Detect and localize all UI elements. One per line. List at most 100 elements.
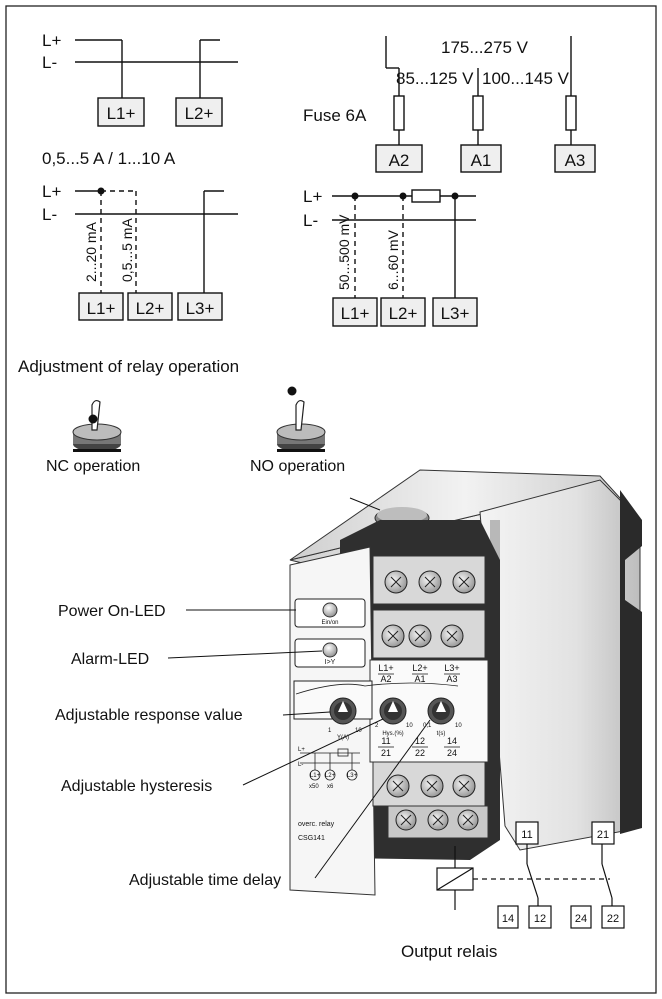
terminal-l1-label: L1+ bbox=[107, 104, 136, 123]
terminal-mv-l3-label: L3+ bbox=[441, 304, 470, 323]
mini-l2: L2+ bbox=[325, 773, 336, 779]
strip-12: 12 bbox=[415, 736, 425, 746]
current-input-diagram bbox=[75, 39, 238, 127]
out-t21: 21 bbox=[597, 829, 609, 841]
callout-alarm-led: Alarm-LED bbox=[71, 651, 149, 668]
out-t24: 24 bbox=[575, 913, 587, 925]
alarm-led bbox=[322, 642, 338, 658]
page-border bbox=[5, 5, 657, 994]
terminal-mv-l2-label: L2+ bbox=[389, 304, 418, 323]
terminal-l2 bbox=[175, 97, 223, 127]
response-knob[interactable] bbox=[329, 697, 357, 725]
terminal-ma-l1-label: L1+ bbox=[87, 299, 116, 318]
nc-operation-label: NC operation bbox=[46, 458, 140, 475]
out-t14: 14 bbox=[502, 913, 514, 925]
junction-dot bbox=[351, 192, 359, 200]
voltage-85-125: 85...125 V bbox=[396, 69, 474, 88]
terminal-ma-l2 bbox=[127, 292, 173, 321]
fuse-2 bbox=[472, 95, 484, 131]
power-led-text: Ein/on bbox=[321, 620, 338, 626]
label-l-plus: L+ bbox=[42, 31, 61, 50]
terminal-ma-l3 bbox=[177, 292, 223, 321]
voltage-100-145: 100...145 V bbox=[482, 69, 570, 88]
terminal-l1 bbox=[97, 97, 145, 127]
alarm-led-text: I>Y bbox=[325, 659, 336, 666]
strip-11: 11 bbox=[381, 736, 390, 746]
range-2-20ma: 2...20 mA bbox=[83, 221, 99, 282]
mini-lm: L- bbox=[298, 762, 303, 768]
terminal-a1 bbox=[460, 144, 502, 173]
terminal-a1-label: A1 bbox=[471, 151, 492, 170]
supply-diagram bbox=[375, 36, 596, 173]
mini-x50: x50 bbox=[309, 784, 319, 790]
terminal-ma-l2-label: L2+ bbox=[136, 299, 165, 318]
terminal-a2-label: A2 bbox=[389, 151, 410, 170]
terminal-mv-l3 bbox=[432, 297, 478, 327]
relay-adjust-title: Adjustment of relay operation bbox=[18, 357, 239, 376]
current-range-label: 0,5...5 A / 1...10 A bbox=[42, 149, 176, 168]
range-05-5ma: 0,5...5 mA bbox=[119, 218, 135, 282]
strip-24: 24 bbox=[447, 748, 457, 758]
ma-input-diagram bbox=[75, 190, 238, 321]
out-t11: 11 bbox=[521, 829, 532, 841]
k2-min: 2 bbox=[375, 723, 379, 729]
fuse-1 bbox=[393, 95, 405, 131]
strip-21: 21 bbox=[381, 748, 391, 758]
terminal-mv-l1-label: L1+ bbox=[341, 304, 370, 323]
mv-input-diagram bbox=[332, 189, 478, 327]
label-l-minus-2: L- bbox=[42, 205, 57, 224]
callout-power-led: Power On-LED bbox=[58, 603, 166, 620]
strip-14: 14 bbox=[447, 736, 457, 746]
terminal-ma-l3-label: L3+ bbox=[186, 299, 215, 318]
power-led bbox=[322, 602, 338, 618]
callout-hysteresis: Adjustable hysteresis bbox=[61, 778, 212, 795]
nc-switch-icon bbox=[72, 399, 122, 452]
range-50-500mv: 50...500 mV bbox=[336, 214, 352, 290]
callout-lines bbox=[167, 497, 431, 879]
callout-time-delay: Adjustable time delay bbox=[129, 872, 281, 889]
strip-l3: L3+ bbox=[444, 663, 459, 673]
junction-dot bbox=[399, 192, 407, 200]
no-switch-icon bbox=[276, 386, 326, 452]
label-l-minus-3: L- bbox=[303, 211, 318, 230]
fuse-3 bbox=[565, 95, 577, 131]
mini-l3: L3+ bbox=[347, 773, 358, 779]
out-t22: 22 bbox=[607, 913, 619, 925]
strip-22: 22 bbox=[415, 748, 425, 758]
terminal-mv-l2 bbox=[380, 297, 426, 327]
strip-l2: L2+ bbox=[412, 663, 427, 673]
strip-a2: A2 bbox=[380, 674, 391, 684]
terminal-a2 bbox=[375, 144, 423, 173]
output-relay-schematic bbox=[436, 821, 625, 929]
terminal-ma-l1 bbox=[78, 292, 124, 321]
voltage-175-275: 175...275 V bbox=[441, 38, 529, 57]
label-l-plus-2: L+ bbox=[42, 182, 61, 201]
k1-min: 1 bbox=[328, 728, 332, 734]
relay-device bbox=[289, 469, 642, 896]
strip-a1: A1 bbox=[414, 674, 425, 684]
time-delay-knob[interactable] bbox=[427, 697, 455, 725]
fuse-label: Fuse 6A bbox=[303, 106, 367, 125]
shunt-resistor bbox=[411, 189, 441, 203]
out-t12: 12 bbox=[534, 913, 546, 925]
k3-unit: t(s) bbox=[437, 731, 446, 737]
mini-x6: x6 bbox=[327, 784, 334, 790]
mini-l1: L1+ bbox=[310, 773, 321, 779]
strip-l1: L1+ bbox=[378, 663, 393, 673]
label-l-plus-3: L+ bbox=[303, 187, 322, 206]
k2-max: 10 bbox=[406, 723, 413, 729]
hysteresis-knob[interactable] bbox=[379, 697, 407, 725]
range-6-60mv: 6...60 mV bbox=[385, 229, 401, 290]
junction-dot bbox=[97, 187, 105, 195]
callout-response: Adjustable response value bbox=[55, 707, 243, 724]
device-name: overc. relay bbox=[298, 821, 335, 828]
k2-unit: Hys.(%) bbox=[382, 731, 403, 737]
no-operation-label: NO operation bbox=[250, 458, 345, 475]
output-relais-label: Output relais bbox=[401, 942, 497, 961]
front-mini-schematic bbox=[300, 748, 360, 781]
terminal-a3-label: A3 bbox=[565, 151, 586, 170]
device-model: CSG141 bbox=[298, 835, 325, 842]
label-l-minus: L- bbox=[42, 53, 57, 72]
terminal-l2-label: L2+ bbox=[185, 104, 214, 123]
